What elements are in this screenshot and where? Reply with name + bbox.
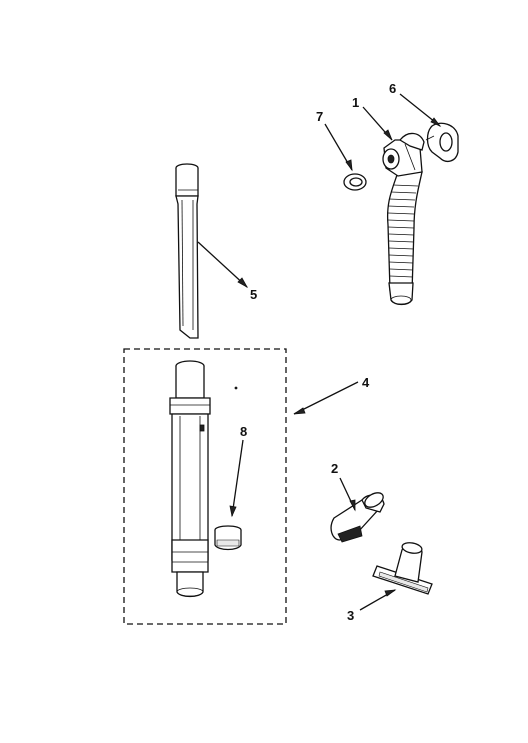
- hose-swivel-assembly-icon: [382, 132, 425, 306]
- callout-8: 8: [240, 424, 247, 439]
- band-icon: [214, 525, 242, 551]
- callout-1: 1: [352, 95, 359, 110]
- leader-line-8: [231, 439, 244, 517]
- callout-6: 6: [389, 81, 396, 96]
- upholstery-nozzle-icon: [372, 542, 433, 595]
- leader-arrowheads: [229, 117, 442, 597]
- callout-3: 3: [347, 608, 354, 623]
- callout-2: 2: [331, 461, 338, 476]
- crevice-tool-icon: [175, 163, 199, 339]
- callout-7: 7: [316, 109, 323, 124]
- kit-boundary-box: [123, 348, 287, 625]
- dusting-brush-icon: [330, 492, 385, 543]
- leader-line-4: [293, 381, 359, 415]
- washer-icon: [343, 173, 367, 191]
- callout-5: 5: [250, 287, 257, 302]
- extension-wand-icon: [169, 360, 238, 598]
- leader-line-5: [197, 241, 248, 288]
- clip-icon: [425, 122, 459, 163]
- callout-4: 4: [362, 375, 370, 390]
